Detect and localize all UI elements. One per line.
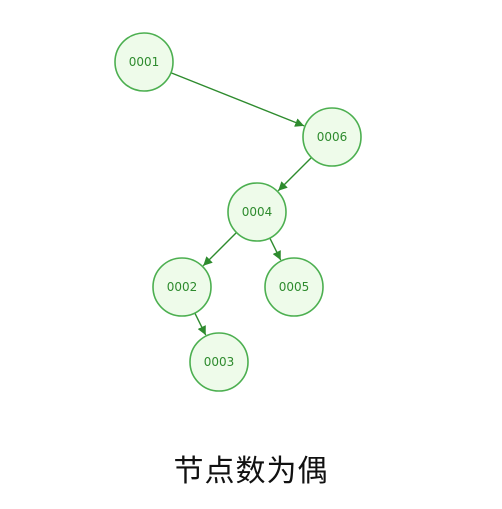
tree-node: 0006 bbox=[302, 107, 362, 167]
edge-n4-n2 bbox=[202, 232, 237, 267]
tree-node: 0005 bbox=[264, 257, 324, 317]
edge-n6-n4 bbox=[277, 157, 312, 192]
node-circle bbox=[152, 257, 212, 317]
tree-node: 0001 bbox=[114, 32, 174, 92]
edge-n4-n5 bbox=[269, 237, 282, 261]
nodes-layer: 0001 0006 0004 0002 0005 0003 bbox=[114, 32, 362, 392]
node-label: 0002 bbox=[167, 280, 198, 294]
node-label: 0001 bbox=[129, 55, 160, 69]
node-label: 0006 bbox=[317, 130, 348, 144]
diagram-caption: 节点数为偶 bbox=[173, 454, 329, 489]
node-label: 0005 bbox=[279, 280, 310, 294]
node-circle bbox=[302, 107, 362, 167]
edge-n2-n3 bbox=[194, 312, 207, 336]
node-circle bbox=[189, 332, 249, 392]
node-circle bbox=[114, 32, 174, 92]
node-circle bbox=[227, 182, 287, 242]
edge-n1-n6 bbox=[170, 72, 305, 127]
node-circle bbox=[264, 257, 324, 317]
node-label: 0004 bbox=[242, 205, 273, 219]
tree-node: 0003 bbox=[189, 332, 249, 392]
edges-layer bbox=[170, 72, 312, 336]
tree-node: 0002 bbox=[152, 257, 212, 317]
node-label: 0003 bbox=[204, 355, 235, 369]
tree-node: 0004 bbox=[227, 182, 287, 242]
tree-diagram: 0001 0006 0004 0002 0005 0003 bbox=[114, 32, 362, 392]
